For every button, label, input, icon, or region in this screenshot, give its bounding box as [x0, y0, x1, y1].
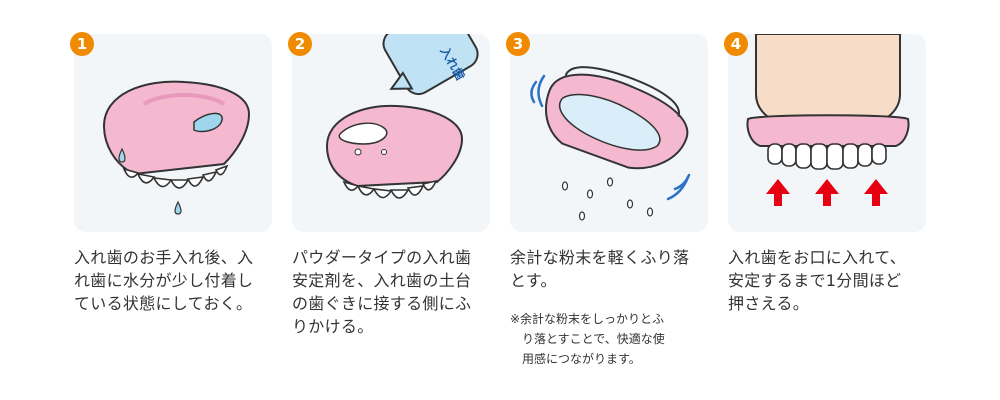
step-3-note: ※余計な粉末をしっかりとふ り落とすことで、快適な使 用感につながります。 [510, 312, 665, 366]
step-number-badge: 4 [724, 32, 748, 56]
step-number-badge: 3 [506, 32, 530, 56]
step-4-panel [728, 34, 926, 232]
powder-sprinkle-illustration: 入れ歯 [325, 34, 479, 199]
step-number-badge: 2 [288, 32, 312, 56]
shake-denture-illustration [530, 66, 691, 221]
step-3-caption: 余計な粉末を軽くふり落 とす。 [510, 248, 690, 290]
step-2-panel: 入れ歯 [292, 34, 490, 232]
push-up-arrows [766, 179, 888, 206]
denture-water-illustration [102, 80, 251, 215]
step-1-caption: 入れ歯のお手入れ後、入 れ歯に水分が少し付着し ている状態にしておく。 [74, 248, 254, 313]
step-number-badge: 1 [70, 32, 94, 56]
step-1-panel [74, 34, 272, 232]
step-2-caption: パウダータイプの入れ歯 安定剤を、入れ歯の土台 の歯ぐきに接する側にふ りかける… [292, 248, 472, 336]
step-3-panel [510, 34, 708, 232]
step-4-caption: 入れ歯をお口に入れて、 安定するまで1分間ほど 押さえる。 [728, 248, 907, 313]
press-denture-illustration [746, 34, 910, 206]
